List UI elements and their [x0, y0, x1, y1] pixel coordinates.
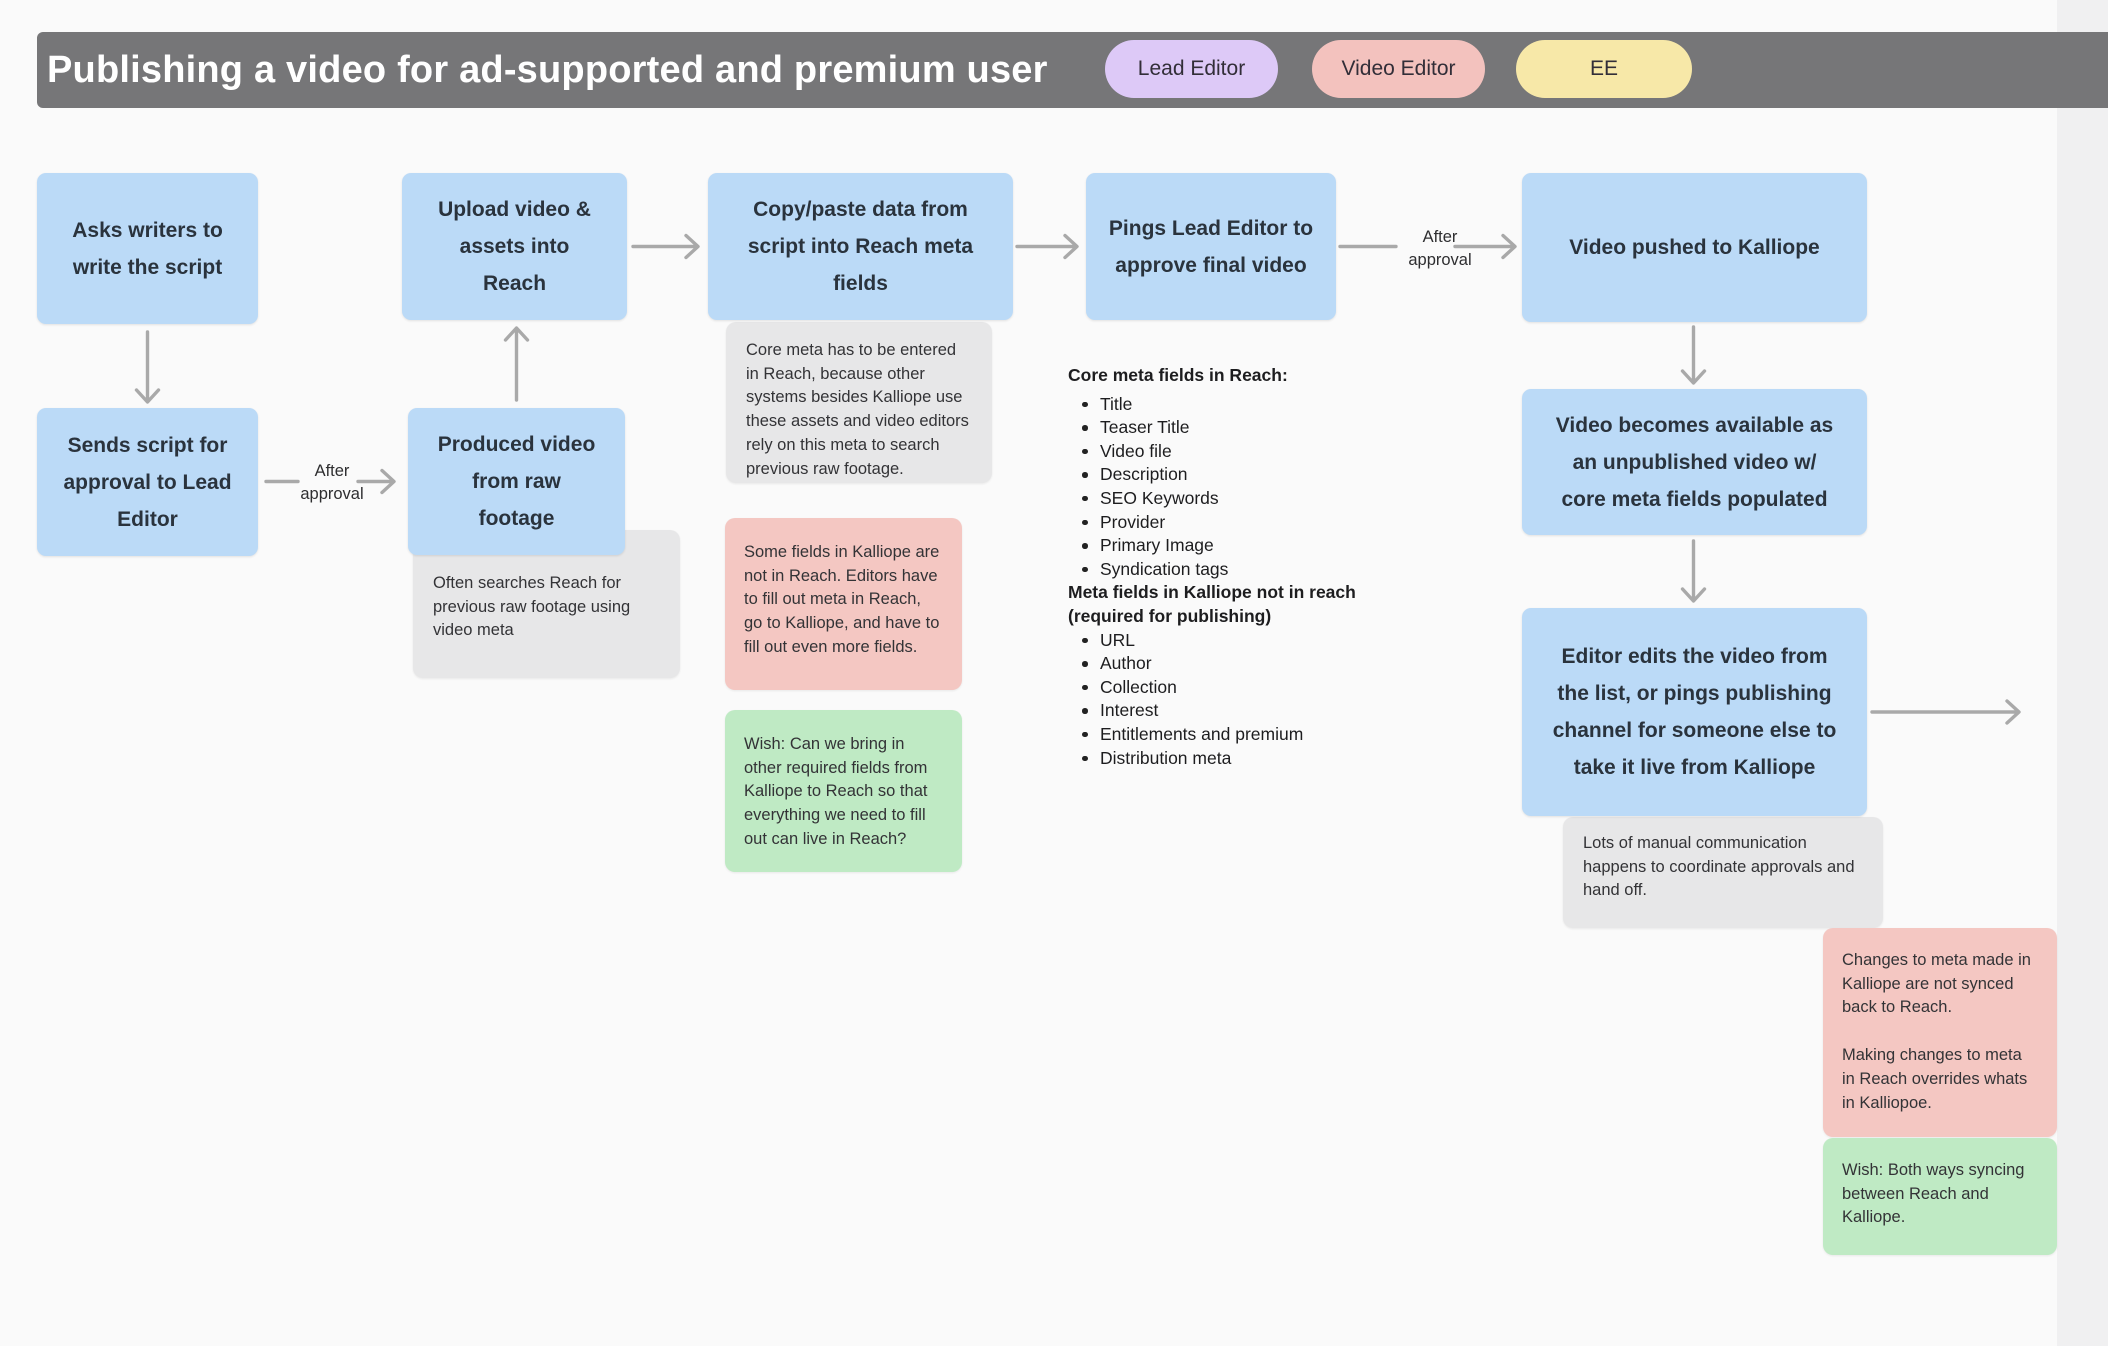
arrow-asks-to-sends[interactable] — [134, 330, 161, 404]
list-item: Provider — [1068, 511, 1388, 535]
legend-badge-lead-editor-label: Lead Editor — [1137, 57, 1246, 80]
node-text-line: Video pushed to Kalliope — [1569, 236, 1820, 259]
connector-label-line: After — [1422, 228, 1458, 246]
arrow-upload-to-copypaste[interactable] — [631, 233, 700, 260]
canvas-edge-strip — [2057, 0, 2108, 1346]
node-text-line: Upload video & — [438, 198, 591, 221]
board-title: Publishing a video for ad-supported and … — [47, 48, 1048, 91]
kalliope-meta-items: URL Author Collection Interest Entitleme… — [1068, 629, 1388, 771]
list-item: Author — [1068, 652, 1388, 676]
flow-node-asks-writers[interactable]: Asks writers to write the script — [37, 173, 258, 324]
list-item: Video file — [1068, 440, 1388, 464]
flow-node-sends-script[interactable]: Sends script for approval to Lead Editor — [37, 408, 258, 556]
node-text-line: an unpublished video w/ — [1572, 450, 1817, 474]
node-text-line: Asks writers to — [72, 218, 223, 242]
legend-badge-video-editor-label: Video Editor — [1341, 57, 1456, 80]
note-manual-communication[interactable]: Lots of manual communication happens to … — [1563, 817, 1883, 928]
note-wish-sync-text: Wish: Both ways syncing between Reach an… — [1842, 1161, 2025, 1227]
note-often-searches-text: Often searches Reach for previous raw fo… — [433, 574, 631, 640]
flow-node-upload-video[interactable]: Upload video & assets into Reach — [402, 173, 627, 320]
legend-badge-lead-editor[interactable]: Lead Editor — [1105, 40, 1278, 98]
node-text-line: Editor — [117, 507, 178, 531]
list-item: Syndication tags — [1068, 558, 1388, 582]
legend-badge-video-editor[interactable]: Video Editor — [1312, 40, 1485, 98]
note-meta-not-synced[interactable]: Changes to meta made in Kalliope are not… — [1823, 928, 2057, 1137]
note-core-meta[interactable]: Core meta has to be entered in Reach, be… — [726, 322, 992, 483]
node-text-line: approval to Lead — [63, 470, 232, 494]
meta-fields-list: Core meta fields in Reach: Title Teaser … — [1068, 364, 1388, 770]
legend-badge-ee[interactable]: EE — [1516, 40, 1692, 98]
arrow-produced-to-upload[interactable] — [503, 326, 530, 402]
arrow-copypaste-to-pings[interactable] — [1015, 233, 1079, 260]
node-text-line: take it live from Kalliope — [1573, 756, 1816, 779]
list-item: Description — [1068, 463, 1388, 487]
node-text-line: Reach — [482, 272, 547, 295]
note-wish-fields-text: Wish: Can we bring in other required fie… — [744, 735, 928, 848]
list-heading-kalliope-meta-line2: (required for publishing) — [1068, 605, 1272, 626]
note-meta-not-synced-paragraph-1: Changes to meta made in Kalliope are not… — [1842, 951, 2031, 1017]
list-item: Primary Image — [1068, 534, 1388, 558]
node-text-line: Produced video — [437, 433, 596, 456]
flow-node-copy-paste[interactable]: Copy/paste data from script into Reach m… — [708, 173, 1013, 320]
node-text-line: Copy/paste data from — [753, 198, 968, 221]
node-text-line: approve final video — [1115, 253, 1307, 277]
list-item: Entitlements and premium — [1068, 723, 1388, 747]
node-text-line: Sends script for — [67, 433, 228, 457]
node-text-line: Editor edits the video from — [1561, 645, 1828, 668]
list-item: SEO Keywords — [1068, 487, 1388, 511]
connector-label-line: approval — [1408, 251, 1472, 269]
list-heading-kalliope-meta-line1: Meta fields in Kalliope not in reach — [1068, 582, 1356, 603]
note-meta-not-synced-paragraph-2: Making changes to meta in Reach override… — [1842, 1046, 2028, 1112]
list-item: Collection — [1068, 676, 1388, 700]
list-item: URL — [1068, 629, 1388, 653]
node-text-line: assets into — [459, 235, 570, 258]
node-text-line: from raw — [472, 470, 561, 493]
node-text-line: footage — [478, 507, 555, 530]
list-item: Distribution meta — [1068, 747, 1388, 771]
flow-node-editor-edits[interactable]: Editor edits the video from the list, or… — [1522, 608, 1867, 816]
flow-node-produced-video[interactable]: Produced video from raw footage — [408, 408, 625, 555]
list-item: Teaser Title — [1068, 416, 1388, 440]
node-text-line: script into Reach meta — [747, 235, 974, 258]
connector-label-line: approval — [300, 485, 364, 503]
flow-node-pings-lead-editor[interactable]: Pings Lead Editor to approve final video — [1086, 173, 1336, 320]
flow-node-video-pushed[interactable]: Video pushed to Kalliope — [1522, 173, 1867, 322]
node-text-line: write the script — [72, 255, 223, 279]
connector-label-line: After — [314, 462, 350, 480]
list-heading-core-meta: Core meta fields in Reach: — [1068, 365, 1288, 385]
connector-label-after-approval-1[interactable]: After approval — [272, 460, 392, 506]
node-text-line: channel for someone else to — [1552, 719, 1837, 742]
core-meta-items: Title Teaser Title Video file Descriptio… — [1068, 393, 1388, 582]
flow-node-video-available[interactable]: Video becomes available as an unpublishe… — [1522, 389, 1867, 535]
note-some-fields-text: Some fields in Kalliope are not in Reach… — [744, 543, 940, 656]
connector-label-after-approval-2[interactable]: After approval — [1380, 226, 1500, 272]
arrow-available-to-editor[interactable] — [1680, 539, 1707, 603]
legend-badge-ee-label: EE — [1589, 57, 1618, 80]
note-some-fields[interactable]: Some fields in Kalliope are not in Reach… — [725, 518, 962, 690]
node-text-line: core meta fields populated — [1561, 487, 1828, 511]
note-wish-sync[interactable]: Wish: Both ways syncing between Reach an… — [1823, 1138, 2057, 1255]
arrow-pushed-to-available[interactable] — [1680, 325, 1707, 385]
note-manual-communication-text: Lots of manual communication happens to … — [1583, 834, 1855, 900]
list-item: Title — [1068, 393, 1388, 417]
node-text-line: fields — [833, 272, 888, 295]
node-text-line: Video becomes available as — [1555, 413, 1834, 437]
list-item: Interest — [1068, 699, 1388, 723]
note-core-meta-text: Core meta has to be entered in Reach, be… — [746, 341, 969, 478]
header-bar[interactable]: Publishing a video for ad-supported and … — [37, 32, 2108, 108]
arrow-editor-out-right[interactable] — [1870, 699, 2021, 725]
note-wish-fields[interactable]: Wish: Can we bring in other required fie… — [725, 710, 962, 872]
node-text-line: the list, or pings publishing — [1557, 682, 1832, 705]
node-text-line: Pings Lead Editor to — [1108, 216, 1314, 240]
